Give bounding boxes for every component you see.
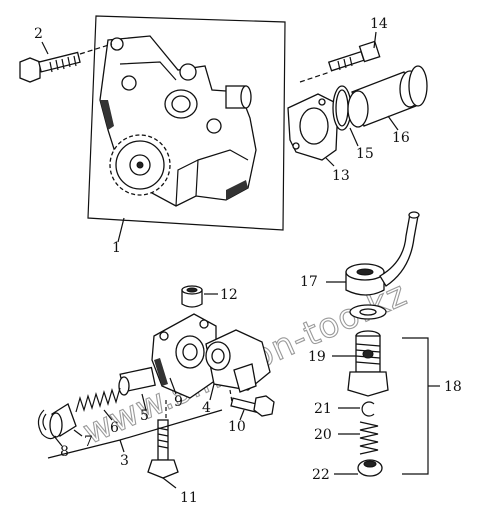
bolt-part-11 — [147, 419, 179, 479]
label-part-2: 2 — [34, 26, 43, 42]
sleeve-part-16 — [347, 65, 428, 128]
label-part-21: 21 — [314, 401, 332, 417]
label-part-17: 17 — [300, 274, 318, 290]
bolt-part-10 — [230, 395, 275, 417]
clip-part-8 — [37, 409, 57, 440]
label-part-22: 22 — [312, 467, 330, 483]
ring-part-21 — [361, 401, 375, 417]
cover-plate-part-13 — [287, 93, 339, 161]
bolt-part-2 — [19, 51, 81, 83]
oil-pump-assembly — [87, 15, 286, 231]
label-part-4: 4 — [202, 400, 211, 416]
label-part-1: 1 — [112, 240, 121, 256]
body-part-4 — [205, 329, 271, 393]
label-part-16: 16 — [392, 130, 410, 146]
label-part-13: 13 — [332, 168, 350, 184]
label-part-15: 15 — [356, 146, 374, 162]
label-part-6: 6 — [110, 420, 119, 436]
label-part-5: 5 — [140, 408, 149, 424]
label-part-3: 3 — [120, 453, 129, 469]
piston-part-5 — [118, 366, 156, 396]
label-part-8: 8 — [60, 444, 69, 460]
label-part-7: 7 — [84, 434, 93, 450]
label-part-18: 18 — [444, 379, 462, 395]
banjo-pipe-part-17 — [345, 211, 420, 296]
label-part-19: 19 — [308, 349, 326, 365]
valve-part-22 — [357, 459, 383, 477]
label-part-10: 10 — [228, 419, 246, 435]
bolt-part-14 — [327, 40, 381, 72]
pump-housing-part-9 — [151, 313, 217, 399]
spring-part-20 — [359, 421, 379, 455]
label-part-9: 9 — [174, 394, 183, 410]
label-part-12: 12 — [220, 287, 238, 303]
spring-part-6 — [75, 387, 121, 413]
label-part-20: 20 — [314, 427, 332, 443]
label-part-14: 14 — [370, 16, 388, 32]
label-part-11: 11 — [180, 490, 198, 506]
banjo-bolt-part-19 — [347, 330, 389, 397]
plug-part-12 — [181, 285, 203, 308]
cap-part-7 — [49, 403, 77, 438]
washer-part-upper — [349, 304, 387, 320]
